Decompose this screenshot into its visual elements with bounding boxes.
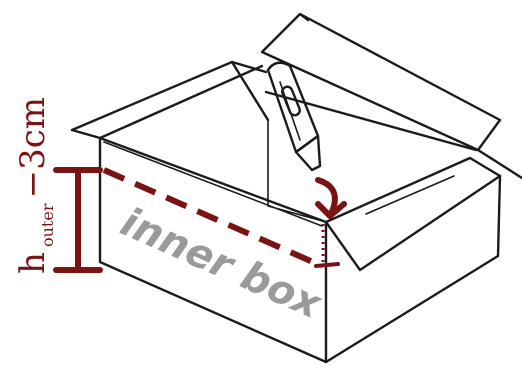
utility-knife-icon <box>268 63 320 170</box>
curved-arrow-down-icon <box>318 180 344 216</box>
height-label-suffix: −3cm <box>13 97 53 198</box>
box-back-rim <box>100 66 262 138</box>
height-label-h: h <box>13 252 53 274</box>
box-back-flap <box>262 14 500 150</box>
inner-box-label: inner box <box>114 199 329 328</box>
box-front-rim <box>266 92 476 222</box>
cut-line-end-tick <box>316 264 338 266</box>
knife-blade <box>296 136 320 170</box>
height-dimension <box>56 170 100 270</box>
height-label: h outer −3cm <box>13 97 57 274</box>
box-side-depth <box>366 176 454 214</box>
height-label-subscript: outer <box>38 203 57 247</box>
box-left-flap <box>72 62 268 138</box>
knife-body <box>268 63 318 152</box>
